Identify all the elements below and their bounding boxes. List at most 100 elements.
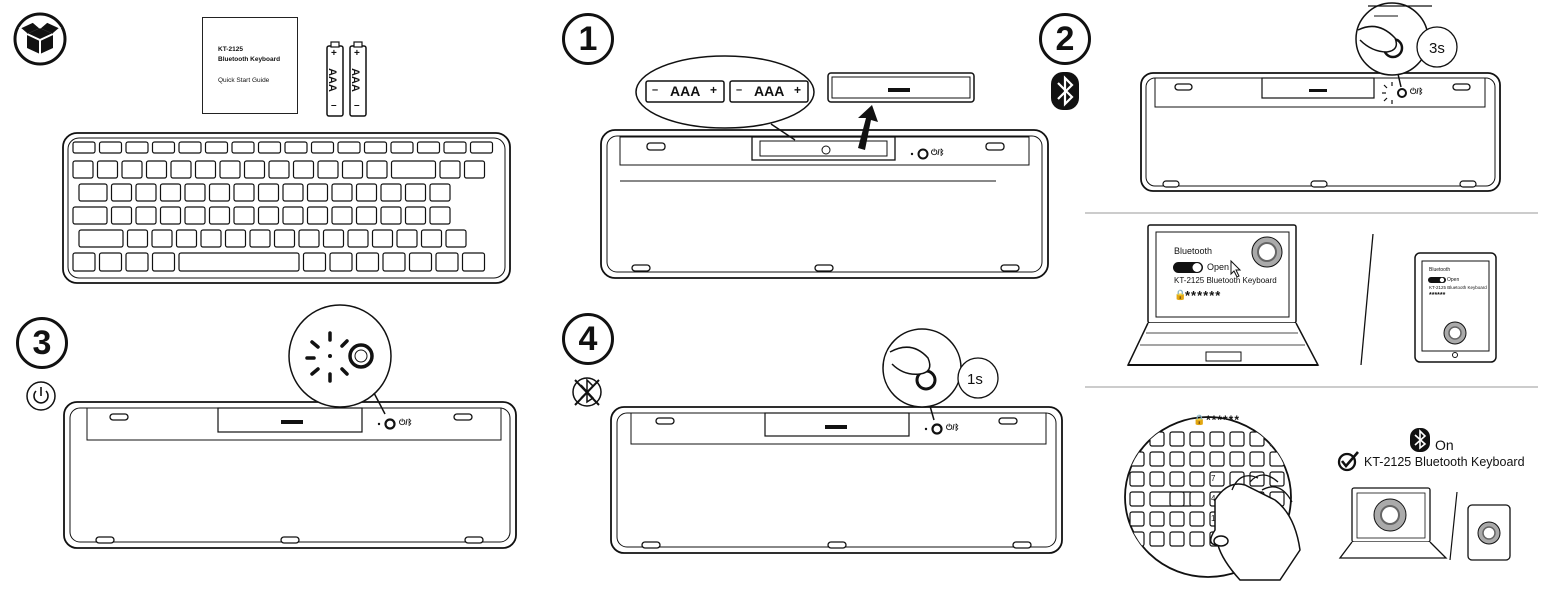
power-switch-label-step2: ⏻/ᛒ xyxy=(1410,87,1424,96)
key xyxy=(151,252,176,272)
tablet-device-name: KT-2125 Bluetooth Keyboard xyxy=(1429,285,1487,290)
battery-label-1: AAA xyxy=(325,68,338,92)
tablet-small-illustration xyxy=(1467,504,1511,561)
laptop-toggle-label: Open xyxy=(1207,262,1230,272)
key xyxy=(178,252,300,272)
key xyxy=(151,229,173,248)
key xyxy=(461,252,486,272)
key xyxy=(1149,431,1165,447)
key xyxy=(219,160,241,179)
battery-label-2: AAA xyxy=(348,68,361,92)
key xyxy=(1209,431,1225,447)
key xyxy=(302,252,327,272)
key xyxy=(1189,491,1205,507)
key xyxy=(322,229,345,248)
tablet-pin: ****** xyxy=(1429,292,1446,299)
key xyxy=(355,252,380,272)
quick-start-guide: KT-2125 Bluetooth Keyboard Quick Start G… xyxy=(202,17,298,114)
step-number-3: 3 xyxy=(16,317,68,369)
key xyxy=(268,160,290,179)
key xyxy=(380,206,402,225)
key xyxy=(159,206,182,225)
key xyxy=(178,141,202,154)
key xyxy=(170,160,192,179)
key xyxy=(208,183,231,202)
key xyxy=(355,183,378,202)
batteries-pair xyxy=(326,41,367,117)
key xyxy=(1189,451,1205,467)
pin-entry-illustration xyxy=(1124,416,1301,581)
key xyxy=(72,160,94,179)
key xyxy=(194,160,217,179)
timer-3s: 3s xyxy=(1429,40,1445,57)
laptop-device-name: KT-2125 Bluetooth Keyboard xyxy=(1174,276,1277,285)
laptop-pin: ****** xyxy=(1185,288,1222,303)
key xyxy=(233,206,255,225)
key xyxy=(1189,431,1205,447)
key xyxy=(72,206,108,225)
battery-plus-1: + xyxy=(331,48,337,59)
laptop-small-illustration xyxy=(1338,487,1448,559)
bluetooth-on-icon xyxy=(1410,428,1430,452)
key xyxy=(1169,431,1185,447)
key xyxy=(310,141,335,154)
battery-plus-2: + xyxy=(354,48,360,59)
key xyxy=(96,160,119,179)
key xyxy=(390,160,437,179)
pin-lock-icon: 🔒 xyxy=(1193,415,1206,426)
key xyxy=(463,160,486,179)
timer-1s: 1s xyxy=(967,371,983,388)
check-icon xyxy=(1337,451,1359,472)
step1-keyboard-back xyxy=(600,55,1049,279)
step2-keyboard-back xyxy=(1140,2,1501,192)
step3-keyboard-back xyxy=(63,304,517,549)
key xyxy=(284,141,308,154)
key xyxy=(282,183,304,202)
key xyxy=(72,141,96,154)
key xyxy=(72,252,96,272)
key xyxy=(145,160,168,179)
key xyxy=(363,141,388,154)
callout-battery-label-2: AAA xyxy=(754,83,785,99)
callout-battery-minus-1: – xyxy=(652,84,659,96)
power-switch-label-step3: ⏻/ᛒ xyxy=(399,418,413,427)
power-switch-label-step4: ⏻/ᛒ xyxy=(946,423,960,432)
key xyxy=(429,183,451,202)
key xyxy=(224,229,247,248)
key xyxy=(1209,451,1225,467)
tablet-toggle-label: Open xyxy=(1447,277,1460,283)
keyboard-top-view xyxy=(62,132,511,284)
battery-minus-1: – xyxy=(331,100,337,111)
key xyxy=(121,160,143,179)
key xyxy=(1129,471,1145,487)
numpad-7: 7 xyxy=(1211,474,1216,483)
key xyxy=(233,183,255,202)
key xyxy=(1129,431,1145,447)
package-icon xyxy=(13,12,67,66)
key xyxy=(1169,531,1185,547)
key xyxy=(231,141,255,154)
step-number-1: 1 xyxy=(562,13,614,65)
key xyxy=(306,206,329,225)
bluetooth-icon xyxy=(1051,72,1079,110)
key xyxy=(1149,531,1165,547)
key xyxy=(420,229,443,248)
key xyxy=(306,183,329,202)
key xyxy=(371,229,394,248)
step4-keyboard-back xyxy=(610,328,1063,554)
step-number-4: 4 xyxy=(562,313,614,365)
key xyxy=(416,141,441,154)
key xyxy=(1169,511,1185,527)
key xyxy=(204,141,229,154)
key xyxy=(282,206,304,225)
key xyxy=(78,229,124,248)
key xyxy=(249,229,271,248)
key xyxy=(390,141,414,154)
key xyxy=(1149,511,1165,527)
manual-model: KT-2125 xyxy=(218,46,243,53)
key xyxy=(1189,471,1205,487)
laptop-bluetooth-heading: Bluetooth xyxy=(1174,246,1213,256)
tablet-bluetooth-heading: Bluetooth xyxy=(1429,267,1451,273)
key xyxy=(110,206,133,225)
